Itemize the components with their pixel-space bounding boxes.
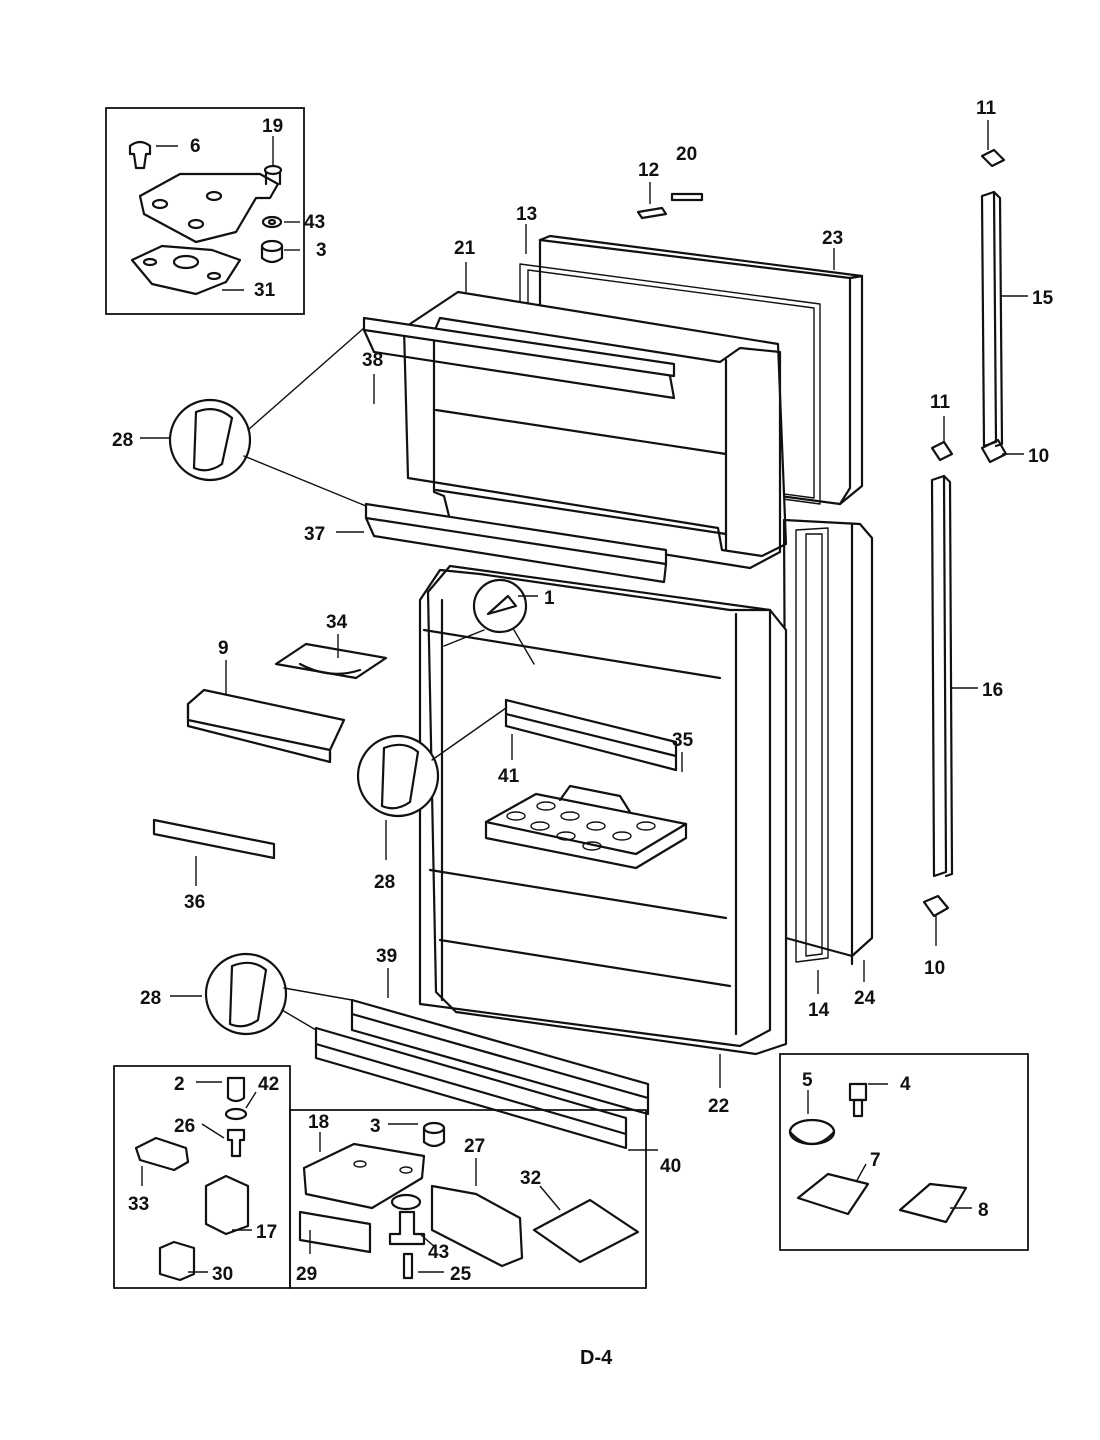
part-16-strip [930, 474, 954, 878]
freezer-door-assembly [362, 234, 864, 584]
part-32-plate [532, 1198, 640, 1264]
part-35-egg-tray [484, 784, 688, 870]
label-12: 12 [638, 160, 659, 181]
label-1: 1 [544, 588, 555, 609]
part-43-washer [261, 215, 283, 229]
label-5: 5 [802, 1070, 813, 1091]
label-31: 31 [254, 280, 276, 301]
part-36-trim-strip [152, 818, 276, 860]
label-39: 39 [376, 946, 397, 967]
part-30-plate [158, 1240, 196, 1282]
part-12-trim [636, 206, 668, 220]
label-28: 28 [140, 988, 161, 1009]
part-28-circle-detail-bottom [204, 952, 353, 1036]
label-7: 7 [870, 1150, 881, 1171]
label-9: 9 [218, 638, 229, 659]
label-16: 16 [982, 680, 1003, 701]
label-24: 24 [854, 988, 876, 1009]
label-27: 27 [464, 1136, 485, 1157]
label-3: 3 [370, 1116, 381, 1137]
part-18-hinge [302, 1142, 426, 1210]
part-2-nut [226, 1076, 246, 1103]
label-8: 8 [978, 1200, 989, 1221]
label-17: 17 [256, 1222, 277, 1243]
part-7-hinge-cover [796, 1172, 870, 1216]
part-10-clip-lower [922, 894, 950, 918]
top-hinge-inset [105, 107, 305, 315]
label-36: 36 [184, 892, 205, 913]
label-13: 13 [516, 204, 537, 225]
label-43: 43 [428, 1242, 449, 1263]
part-34-dairy-cover [274, 642, 388, 680]
part-1-circle-detail [443, 578, 535, 665]
label-42: 42 [258, 1074, 279, 1095]
bottom-center-inset [289, 1109, 647, 1289]
label-25: 25 [450, 1264, 472, 1285]
label-15: 15 [1032, 288, 1054, 309]
label-32: 32 [520, 1168, 541, 1189]
label-40: 40 [660, 1156, 681, 1177]
label-19: 19 [262, 116, 283, 137]
bottom-hinge-inset [113, 1065, 291, 1289]
part-31-shim [130, 244, 242, 296]
part-5-plug [788, 1118, 836, 1146]
label-35: 35 [672, 730, 694, 751]
label-3: 3 [316, 240, 327, 261]
part-29-shim [298, 1210, 372, 1254]
part-42-washer [224, 1107, 248, 1121]
label-11: 11 [930, 392, 951, 413]
label-18: 18 [308, 1112, 329, 1133]
label-4: 4 [900, 1074, 911, 1095]
part-33-hinge [134, 1136, 190, 1172]
label-33: 33 [128, 1194, 149, 1215]
leader-lines [140, 120, 1028, 1273]
label-26: 26 [174, 1116, 195, 1137]
part-9-dairy-compartment [186, 688, 346, 764]
label-21: 21 [454, 238, 476, 259]
callout-labels: 6 19 43 3 31 12 20 13 21 23 11 15 11 10 … [112, 98, 1054, 1285]
part-26-pin [226, 1128, 246, 1158]
part-3-bushing-lower [422, 1121, 446, 1148]
part-28-circle-detail-top [168, 327, 367, 507]
label-30: 30 [212, 1264, 233, 1285]
part-25-pin [388, 1210, 426, 1280]
label-43: 43 [304, 212, 325, 233]
label-28: 28 [374, 872, 395, 893]
label-37: 37 [304, 524, 325, 545]
part-43-washer-lower [390, 1193, 422, 1211]
part-27-bracket [430, 1184, 524, 1268]
part-4-screw [848, 1082, 868, 1118]
part-11-clip-top [980, 148, 1006, 168]
label-2: 2 [174, 1074, 185, 1095]
label-23: 23 [822, 228, 843, 249]
label-14: 14 [808, 1000, 830, 1021]
part-6-screw [128, 140, 152, 170]
part-17-bracket [204, 1174, 250, 1236]
part-19-top-hinge [138, 164, 283, 244]
label-20: 20 [676, 144, 697, 165]
page-code: D-4 [580, 1347, 613, 1369]
part-11-clip-middle [930, 440, 954, 462]
label-29: 29 [296, 1264, 317, 1285]
part-15-strip [980, 190, 1004, 448]
label-10: 10 [924, 958, 945, 979]
label-28: 28 [112, 430, 133, 451]
part-20-trim [670, 192, 704, 202]
part-3-bushing [260, 239, 284, 264]
label-41: 41 [498, 766, 520, 787]
bottom-right-inset [779, 1053, 1029, 1251]
label-6: 6 [190, 136, 201, 157]
label-11: 11 [976, 98, 997, 119]
part-8-hinge-cover [898, 1182, 968, 1224]
label-38: 38 [362, 350, 383, 371]
label-34: 34 [326, 612, 348, 633]
label-22: 22 [708, 1096, 729, 1117]
part-28-circle-detail-middle [356, 707, 507, 818]
label-10: 10 [1028, 446, 1049, 467]
